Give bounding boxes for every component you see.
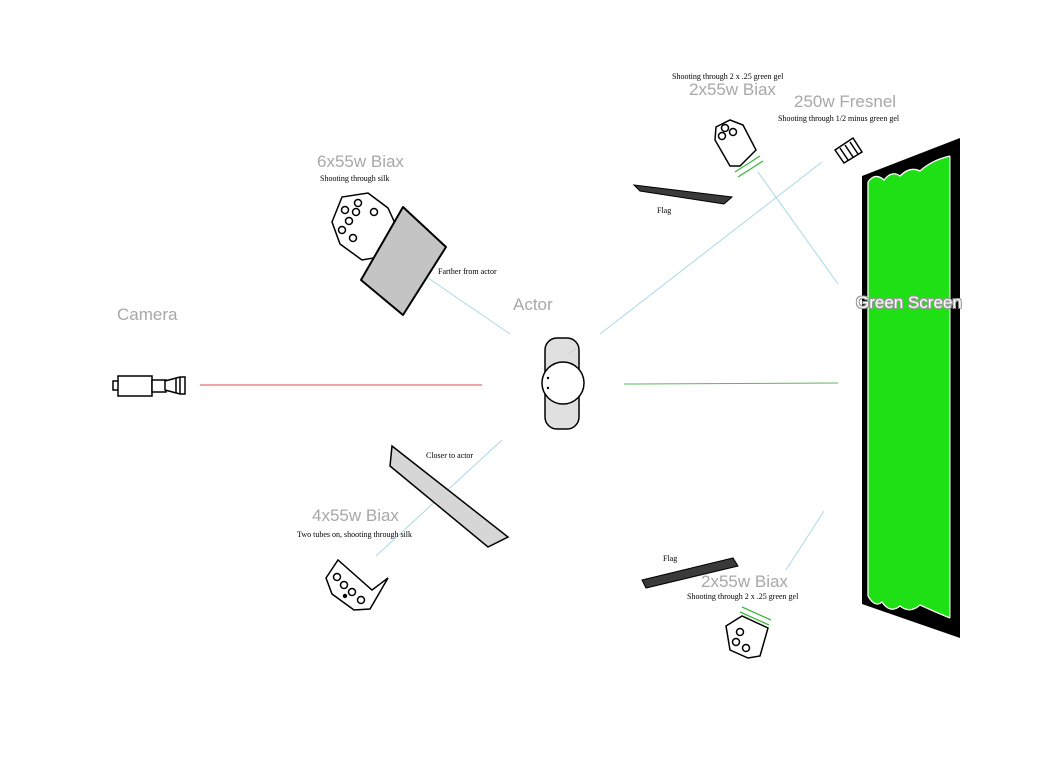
screen-top-light-label: 2x55w Biax — [689, 80, 776, 99]
flag-top — [632, 184, 734, 205]
fill-light-label: 4x55w Biax — [312, 506, 399, 525]
key-silk-diffuser — [360, 206, 447, 316]
screen-bottom-light-note: Shooting through 2 x .25 green gel — [687, 592, 799, 601]
key-light-label: 6x55w Biax — [317, 152, 404, 171]
screen-top-light-icon — [714, 119, 757, 167]
fill-distance-note: Closer to actor — [426, 451, 474, 460]
actor-icon — [541, 337, 585, 430]
screen-bottom-gel — [739, 606, 772, 626]
screen-to-actor-line — [623, 382, 839, 385]
camera-label: Camera — [117, 305, 178, 324]
fresnel-label: 250w Fresnel — [794, 92, 897, 111]
green-screen — [862, 138, 960, 638]
screen-bottom-light-icon — [725, 615, 769, 659]
screen-top-light-note: Shooting through 2 x .25 green gel — [672, 72, 784, 81]
flag-bottom — [641, 557, 739, 589]
fresnel-note: Shooting through 1/2 minus green gel — [778, 114, 900, 123]
screen-bottom-light-beam — [785, 510, 825, 571]
key-light-note: Shooting through silk — [320, 174, 390, 183]
flag-bottom-label: Flag — [663, 554, 678, 563]
screen-top-gel — [734, 155, 764, 178]
key-distance-note: Farther from actor — [438, 267, 497, 276]
fill-silk-diffuser — [389, 444, 510, 548]
actor-label: Actor — [513, 295, 553, 314]
flag-top-label: Flag — [657, 206, 672, 215]
screen-bottom-light-label: 2x55w Biax — [701, 572, 788, 591]
fresnel-icon — [833, 136, 864, 165]
camera-icon — [112, 375, 186, 397]
fill-light-icon — [325, 558, 389, 611]
screen-top-light-beam — [757, 171, 839, 285]
fill-light-note: Two tubes on, shooting through silk — [297, 530, 412, 539]
fresnel-beam — [599, 161, 823, 335]
green-screen-label: Green Screen — [856, 293, 962, 312]
